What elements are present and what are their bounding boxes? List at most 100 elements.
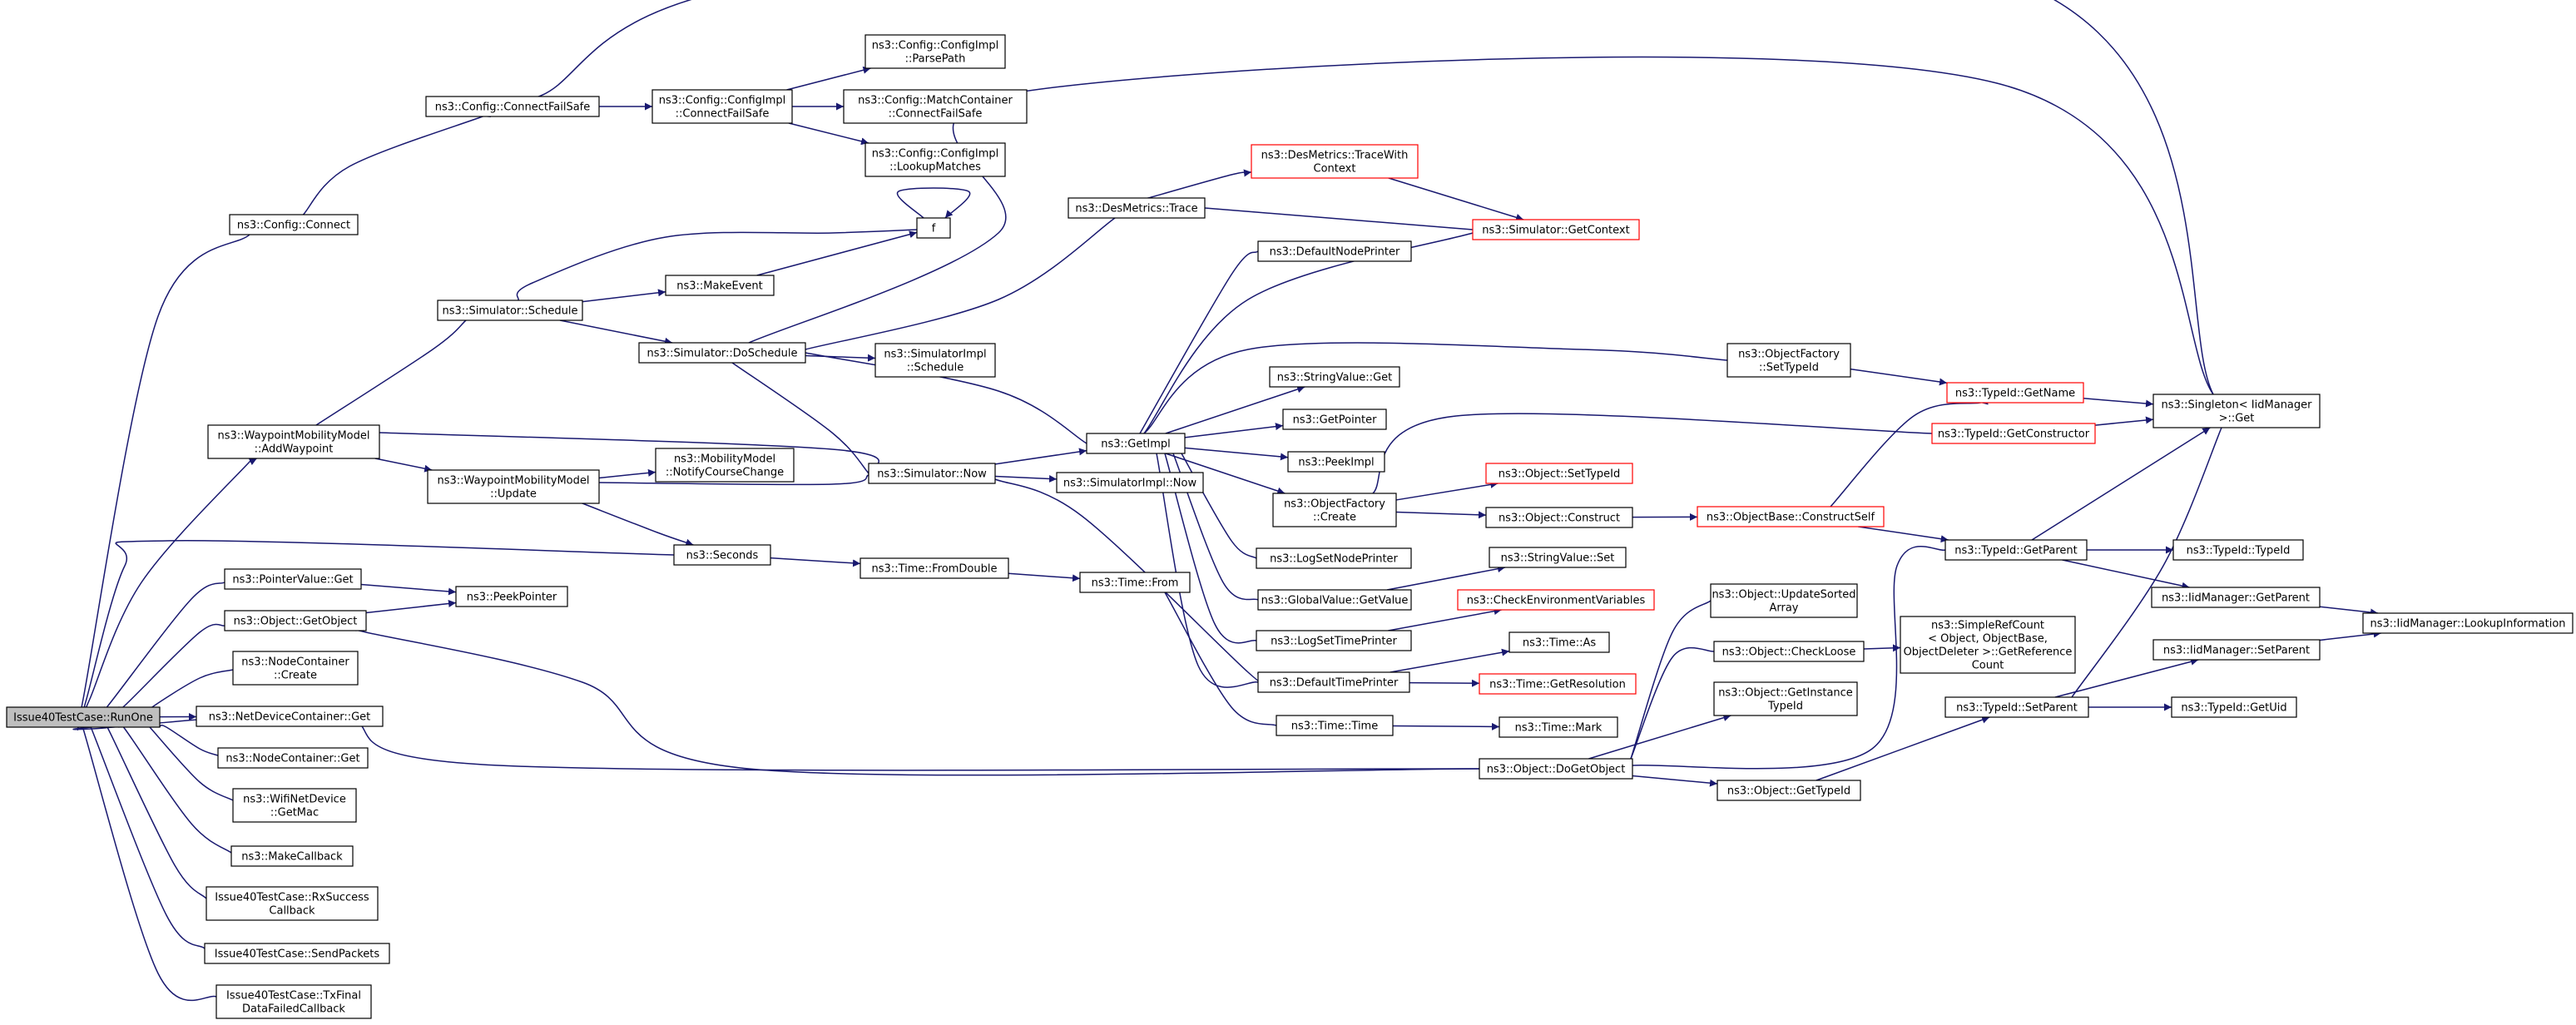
node-cfgCFS[interactable]: ns3::Config::ConnectFailSafe: [425, 96, 600, 117]
node-simDoSched[interactable]: ns3::Simulator::DoSchedule: [638, 342, 806, 364]
node-srcGetRef[interactable]: ns3::SimpleRefCount< Object, ObjectBase,…: [1900, 616, 2076, 674]
node-simNow[interactable]: ns3::Simulator::Now: [868, 463, 996, 484]
node-box: [1499, 716, 1618, 738]
node-ncGet[interactable]: ns3::NodeContainer::Get: [217, 747, 369, 769]
node-mmNotify[interactable]: ns3::MobilityModel::NotifyCourseChange: [655, 448, 795, 483]
node-ofSetTid[interactable]: ns3::ObjectFactory::SetTypeId: [1726, 343, 1851, 378]
node-parsePath[interactable]: ns3::Config::ConfigImpl::ParsePath: [864, 34, 1006, 69]
node-mcCFS[interactable]: ns3::Config::MatchContainer::ConnectFail…: [843, 89, 1028, 124]
node-makeEvent[interactable]: ns3::MakeEvent: [665, 275, 775, 296]
node-label: ns3::Object::GetObject: [234, 615, 358, 627]
node-objSetTid[interactable]: ns3::Object::SetTypeId: [1485, 463, 1633, 484]
node-cfgImplCFS[interactable]: ns3::Config::ConfigImpl::ConnectFailSafe: [651, 89, 793, 124]
node-label: ns3::Object::CheckLoose: [1722, 646, 1856, 658]
node-box: [1276, 715, 1394, 736]
node-iidGetParent[interactable]: ns3::IidManager::GetParent: [2151, 587, 2321, 608]
node-ncCreate[interactable]: ns3::NodeContainer::Create: [232, 651, 359, 686]
node-timeAs[interactable]: ns3::Time::As: [1508, 631, 1610, 653]
node-simGetCtx[interactable]: ns3::Simulator::GetContext: [1472, 219, 1640, 240]
node-objDoGet[interactable]: ns3::Object::DoGetObject: [1479, 758, 1633, 780]
node-peekImpl[interactable]: ns3::PeekImpl: [1287, 451, 1385, 473]
node-strValSet[interactable]: ns3::StringValue::Set: [1489, 547, 1627, 568]
node-timeFrom[interactable]: ns3::Time::From: [1079, 572, 1191, 593]
node-checkEnv[interactable]: ns3::CheckEnvironmentVariables: [1457, 589, 1655, 611]
node-label: ns3::TypeId::GetName: [1955, 387, 2075, 399]
node-defNodePr[interactable]: ns3::DefaultNodePrinter: [1257, 240, 1412, 262]
node-objGetObj[interactable]: ns3::Object::GetObject: [224, 610, 367, 631]
edge-root-to-txCb: [77, 709, 225, 1003]
node-box: [207, 424, 380, 459]
node-box: [1251, 144, 1419, 179]
edge-objGetTid-to-tidSetParent: [1816, 716, 1990, 781]
node-tidTypeId[interactable]: ns3::TypeId::TypeId: [2172, 539, 2304, 561]
node-box: [1485, 463, 1633, 484]
node-gvGetValue[interactable]: ns3::GlobalValue::GetValue: [1257, 589, 1412, 611]
node-tidGetUid[interactable]: ns3::TypeId::GetUid: [2171, 696, 2297, 718]
node-cfgConnect[interactable]: ns3::Config::Connect: [229, 214, 359, 235]
node-objConstruct[interactable]: ns3::Object::Construct: [1485, 507, 1633, 528]
edge-wpUpdate-to-mmNotify: [598, 468, 656, 479]
node-box: [224, 610, 367, 631]
node-objGetTid[interactable]: ns3::Object::GetTypeId: [1717, 780, 1861, 801]
node-wpUpdate[interactable]: ns3::WaypointMobilityModel::Update: [427, 469, 600, 504]
node-label: ns3::Time::As: [1523, 636, 1597, 649]
node-peekPtr[interactable]: ns3::PeekPointer: [455, 586, 568, 607]
edge-tidSetParent-to-iidSetParent: [2054, 657, 2199, 698]
node-wifiMac[interactable]: ns3::WifiNetDevice::GetMac: [232, 788, 357, 823]
node-ofCreate[interactable]: ns3::ObjectFactory::Create: [1272, 493, 1397, 527]
node-tidSetParent[interactable]: ns3::TypeId::SetParent: [1944, 696, 2089, 718]
node-timeGetRes[interactable]: ns3::Time::GetResolution: [1479, 673, 1637, 695]
edge-simSched-to-makeEvent: [582, 289, 666, 303]
node-timeTime[interactable]: ns3::Time::Time: [1276, 715, 1394, 736]
node-lookupM[interactable]: ns3::Config::ConfigImpl::LookupMatches: [864, 142, 1006, 177]
node-label: ns3::Time::From: [1092, 577, 1179, 589]
node-box: [1485, 507, 1633, 528]
node-logSTP[interactable]: ns3::LogSetTimePrinter: [1256, 630, 1412, 651]
node-iidSetParent[interactable]: ns3::IidManager::SetParent: [2152, 639, 2321, 661]
node-fNode[interactable]: f: [916, 217, 951, 239]
node-logSNP[interactable]: ns3::LogSetNodePrinter: [1256, 547, 1412, 569]
node-box: [215, 984, 372, 1019]
node-simSched[interactable]: ns3::Simulator::Schedule: [437, 300, 583, 321]
node-seconds[interactable]: ns3::Seconds: [673, 544, 771, 566]
node-ndcGet[interactable]: ns3::NetDeviceContainer::Get: [196, 706, 384, 727]
edge-wpUpdate-to-seconds: [576, 500, 694, 547]
node-tidGetCtor[interactable]: ns3::TypeId::GetConstructor: [1931, 423, 2096, 444]
node-obConstructSelf[interactable]: ns3::ObjectBase::ConstructSelf: [1697, 506, 1885, 527]
edge-getImpl-to-strValGet: [1165, 385, 1305, 434]
node-strValGet[interactable]: ns3::StringValue::Get: [1269, 366, 1400, 388]
node-label: Context: [1314, 162, 1356, 175]
node-root[interactable]: Issue40TestCase::RunOne: [6, 706, 161, 728]
node-defTimePr[interactable]: ns3::DefaultTimePrinter: [1257, 671, 1410, 693]
node-label: ns3::Simulator::Now: [877, 468, 987, 480]
node-label: ns3::MobilityModel: [674, 453, 775, 465]
edge-ofCreate-to-objSetTid: [1395, 481, 1499, 501]
node-label: ::SetTypeId: [1759, 361, 1819, 374]
node-label: ::Create: [1313, 511, 1356, 523]
node-label: ns3::Time::Mark: [1515, 721, 1603, 734]
node-simImplSched[interactable]: ns3::SimulatorImpl::Schedule: [874, 343, 996, 378]
node-objCheckLoose[interactable]: ns3::Object::CheckLoose: [1713, 641, 1865, 662]
node-timeFromDbl[interactable]: ns3::Time::FromDouble: [859, 557, 1009, 579]
node-sendPk[interactable]: Issue40TestCase::SendPackets: [204, 943, 390, 964]
node-singleton[interactable]: ns3::Singleton< IidManager>::Get: [2152, 394, 2321, 428]
node-getPtr[interactable]: ns3::GetPointer: [1282, 409, 1387, 430]
node-wpAdd[interactable]: ns3::WaypointMobilityModel::AddWaypoint: [207, 424, 380, 459]
node-getImpl[interactable]: ns3::GetImpl: [1086, 433, 1186, 454]
node-box: [204, 943, 390, 964]
node-tidGetName[interactable]: ns3::TypeId::GetName: [1946, 382, 2084, 404]
node-dmTrace[interactable]: ns3::DesMetrics::Trace: [1068, 197, 1206, 219]
node-iidLookup[interactable]: ns3::IidManager::LookupInformation: [2362, 612, 2574, 634]
node-timeMark[interactable]: ns3::Time::Mark: [1499, 716, 1618, 738]
node-box: [1068, 197, 1206, 219]
node-makeCb[interactable]: ns3::MakeCallback: [230, 845, 354, 867]
node-ptrGet[interactable]: ns3::PointerValue::Get: [224, 568, 362, 590]
node-simImplNow[interactable]: ns3::SimulatorImpl::Now: [1056, 472, 1204, 493]
node-txCb[interactable]: Issue40TestCase::TxFinalDataFailedCallba…: [215, 984, 372, 1019]
edge-getImpl-to-ofSetTid: [1136, 342, 1739, 441]
node-tidGetParent[interactable]: ns3::TypeId::GetParent: [1944, 539, 2088, 561]
